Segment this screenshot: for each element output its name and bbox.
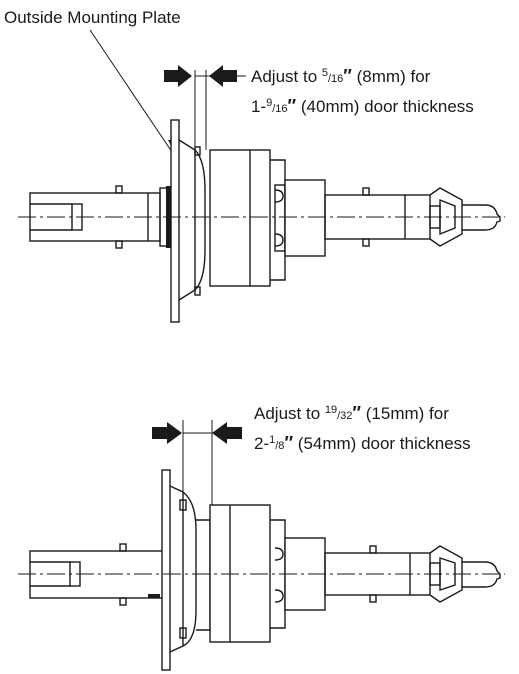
callout-leader-line xyxy=(89,29,173,153)
bottom-adjust-line1: Adjust to 19/32″ (15mm) for xyxy=(254,403,449,423)
bottom-arrow-left xyxy=(152,422,182,444)
bottom-adjust-line2: 2-1/8″ (54mm) door thickness xyxy=(254,433,471,453)
top-arrow-left xyxy=(164,65,192,87)
outside-mounting-plate-label: Outside Mounting Plate xyxy=(4,8,181,27)
bottom-lock-assembly xyxy=(18,420,505,671)
top-lock-assembly xyxy=(18,29,505,323)
top-adjust-line2: 1-9/16″ (40mm) door thickness xyxy=(251,96,474,116)
bottom-adjust-instruction: Adjust to 19/32″ (15mm) for 2-1/8″ (54mm… xyxy=(254,400,471,456)
top-rose-flange xyxy=(159,119,206,323)
top-adjust-line1: Adjust to 5/16″ (8mm) for xyxy=(251,66,431,86)
bottom-rose-flange xyxy=(161,469,211,671)
bottom-arrow-right xyxy=(212,422,242,444)
top-chassis-body xyxy=(209,149,326,287)
top-adjust-instruction: Adjust to 5/16″ (8mm) for 1-9/16″ (40mm)… xyxy=(251,63,474,119)
